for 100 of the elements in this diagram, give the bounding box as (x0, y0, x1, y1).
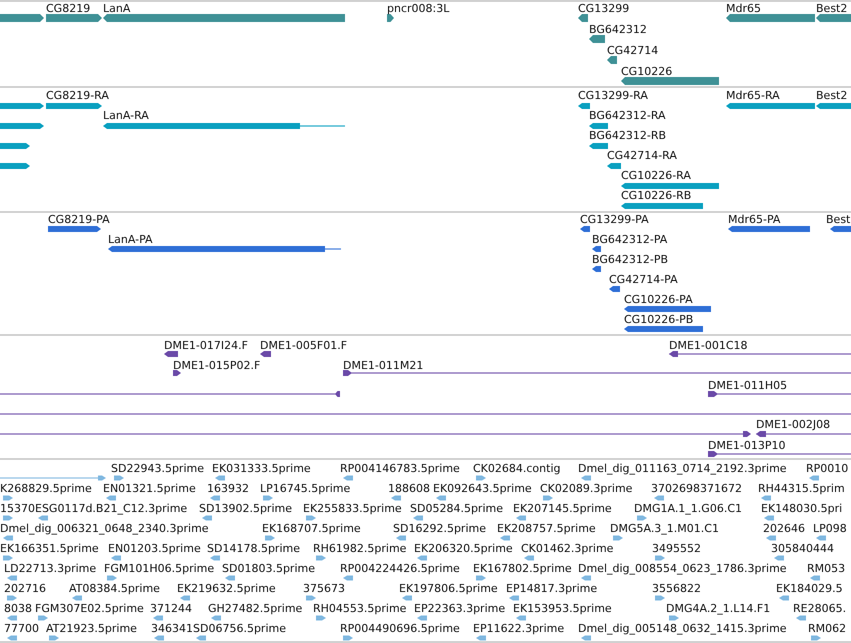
feature-label: SD16292.5prime (393, 522, 486, 534)
feature-label: RM053 (807, 562, 846, 574)
feature-label: DME1-015P02.F (173, 358, 260, 372)
feature-label: RP004224426.5prime (340, 562, 460, 574)
feature-label: 3495552 (652, 542, 701, 554)
feature-label: 163932 (207, 482, 249, 494)
feature-label: FGM101H06.5prime (104, 562, 214, 574)
feature-label: EK207145.5prime (513, 502, 612, 514)
feature-label: SD22943.5prime (111, 462, 204, 474)
feature-label: CG10226 (621, 64, 672, 78)
feature-label: EK208757.5prime (497, 522, 596, 534)
feature-label: 77700 (4, 622, 39, 634)
feature-label: CG10226-RB (621, 188, 692, 202)
feature-label: EK092643.5prime (433, 482, 532, 494)
feature-label: EK255833.5prime (303, 502, 402, 514)
feature-label: CG13299 (578, 2, 630, 14)
feature-label: EP14817.3prime (506, 582, 598, 594)
feature-label: Mdr65-PA (728, 212, 780, 226)
feature-label: AT08384.5prime (69, 582, 160, 594)
feature-label: RH61982.5prime (313, 542, 406, 554)
feature-label: DME1-011H05 (708, 378, 788, 392)
feature-label: RH44315.5prim (758, 482, 845, 494)
feature-label: BG642312-PA (592, 232, 668, 246)
feature-label: AT21923.5prime (46, 622, 137, 634)
feature-label: RM062 (808, 622, 846, 634)
feature-label: EK031333.5prime (212, 462, 311, 474)
feature-label: CG8219-PA (48, 212, 110, 226)
feature-label: SD05284.5prime (410, 502, 503, 514)
feature-label: EK166351.5prime (0, 542, 99, 554)
feature-label: Mdr65-RA (726, 88, 780, 102)
feature-label: EP11622.3prime (473, 622, 564, 634)
feature-label: DME1-002J08 (756, 418, 830, 430)
feature-label: 15370 (0, 502, 35, 514)
feature-label: EK148030.5pri (761, 502, 842, 514)
feature-label: CG10226-RA (621, 168, 691, 182)
feature-label: LanA-PA (108, 232, 153, 246)
feature-label: Dmel_dig_011163_0714_2192.3prime (578, 462, 787, 474)
feature-label: CG42714-RA (607, 148, 677, 162)
feature-label: ESG0117d.B21_C12.3prime (35, 502, 188, 514)
feature-label: CG13299-RA (578, 88, 648, 102)
feature-label: EK184029.5 (776, 582, 843, 594)
feature-label: RP0010 (806, 462, 848, 474)
feature-label: Dmel_dig_006321_0648_2340.3prime (0, 522, 209, 534)
feature-label: SD14178.5prime (207, 542, 300, 554)
feature-label: EK168707.5prime (262, 522, 361, 534)
feature-label: 202716 (4, 582, 46, 594)
feature-label: LD22713.3prime (4, 562, 96, 574)
feature-label: EK153953.5prime (513, 602, 612, 614)
feature-label: BG642312-RB (589, 128, 666, 142)
feature-label: 371244 (150, 602, 192, 614)
feature-label: BG642312-PB (592, 252, 668, 266)
feature-label: DMG4A.2_1.L14.F1 (666, 602, 770, 614)
feature-label: 188608 (388, 482, 430, 494)
feature-label: CG8219 (46, 2, 90, 14)
feature-label: CG42714-PA (609, 272, 678, 286)
feature-label: CG8219-RA (46, 88, 109, 102)
feature-label: Best (826, 212, 850, 226)
feature-label: Best2 (816, 2, 848, 14)
feature-label: LanA-RA (103, 108, 149, 122)
feature-label: SD13902.5prime (199, 502, 292, 514)
feature-label: EK197806.5prime (399, 582, 498, 594)
feature-label: BG642312-RA (589, 108, 666, 122)
feature-label: CG13299-PA (580, 212, 649, 226)
feature-label: 346341 (151, 622, 193, 634)
feature-label: DMG1A.1_1.G06.C1 (634, 502, 742, 514)
feature-label: RE28065. (793, 602, 846, 614)
feature-label: DME1-001C18 (669, 338, 748, 352)
feature-label: FGM307E02.5prime (35, 602, 144, 614)
feature-label: GH27482.5prime (208, 602, 302, 614)
feature-label: RH04553.5prime (313, 602, 406, 614)
feature-label: DMG5A.3_1.M01.C1 (610, 522, 719, 534)
feature-label: DME1-013P10 (708, 438, 786, 452)
feature-label: DME1-011M21 (343, 358, 424, 372)
feature-label: K268829.5prime (0, 482, 92, 494)
feature-label: EN01321.5prime (103, 482, 196, 494)
feature-label: EP22363.3prime (414, 602, 506, 614)
feature-label: CG42714 (607, 44, 658, 56)
feature-label: RP004146783.5prime (340, 462, 460, 474)
feature-label: CK02684.contig (473, 462, 560, 474)
feature-label: LanA (103, 2, 130, 14)
feature-label: SD06756.5prime (193, 622, 286, 634)
feature-label: 375673 (303, 582, 345, 594)
feature-label: Dmel_dig_005148_0632_1415.3prime (578, 622, 787, 634)
feature-label: DME1-005F01.F (260, 338, 348, 352)
feature-label: 8038 (4, 602, 32, 614)
feature-label: pncr008:3L (387, 2, 450, 14)
feature-label: EK167802.5prime (473, 562, 572, 574)
feature-label: Best2 (816, 88, 848, 102)
feature-label: EN01203.5prime (108, 542, 201, 554)
feature-label: CG10226-PA (624, 292, 693, 306)
feature-label: CG10226-PB (624, 312, 694, 326)
feature-label: LP098 (813, 522, 847, 534)
feature-label: CK01462.3prime (521, 542, 614, 554)
feature-label: 305840444 (771, 542, 834, 554)
feature-label: EK219632.5prime (177, 582, 276, 594)
feature-label: BG642312 (589, 22, 647, 36)
feature-label: Mdr65 (726, 2, 761, 14)
feature-label: 3556822 (652, 582, 701, 594)
feature-label: 3702698371672 (651, 482, 742, 494)
feature-label: RP004490696.5prime (340, 622, 460, 634)
